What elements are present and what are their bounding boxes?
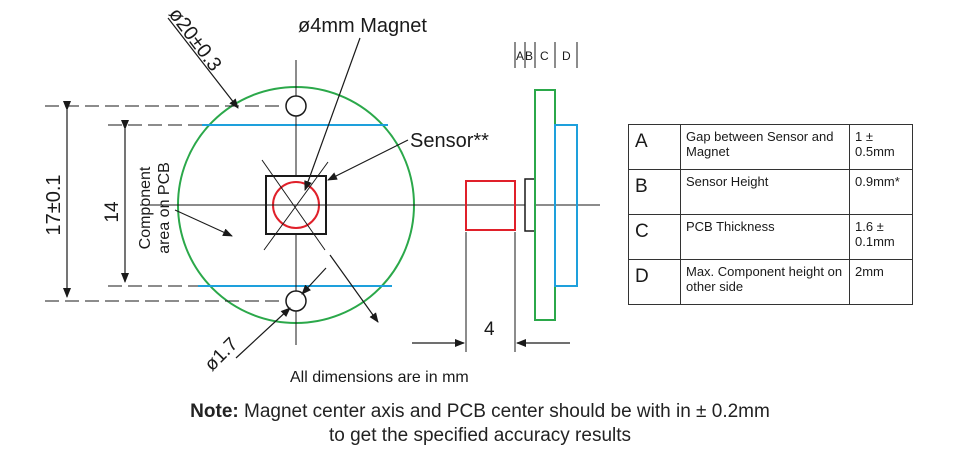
row-desc: PCB Thickness: [680, 214, 850, 260]
side-sensor: [524, 178, 536, 232]
outer-dia-leader: [167, 17, 239, 109]
accuracy-note: Note: Magnet center axis and PCB center …: [0, 400, 960, 448]
magnet-leader: [304, 37, 361, 191]
table-row: C PCB Thickness 1.6 ± 0.1mm: [628, 214, 913, 260]
row-desc: Max. Component height on other side: [680, 259, 850, 305]
row-value: 0.9mm*: [849, 169, 913, 215]
magnet-label: ø4mm Magnet: [298, 15, 427, 37]
col-label-b: B: [525, 49, 533, 63]
mounting-hole-top: [285, 95, 307, 117]
row-letter: A: [628, 124, 681, 170]
component-area-leader: [174, 209, 233, 237]
col-label-a: A: [516, 49, 524, 63]
hole-dia-leader: [235, 307, 291, 359]
row-value: 2mm: [849, 259, 913, 305]
dim-17-label: 17±0.1: [43, 174, 65, 235]
row-desc: Gap between Sensor and Magnet: [680, 124, 850, 170]
hole-dia-leader-2: [301, 267, 327, 295]
col-label-d: D: [562, 49, 571, 63]
side-magnet: [465, 180, 516, 231]
component-area-label-2: area on PCB: [156, 162, 173, 254]
all-dims-label: All dimensions are in mm: [290, 369, 469, 386]
note-line-1: Note: Magnet center axis and PCB center …: [0, 400, 960, 424]
note-text-2: to get the specified accuracy results: [328, 425, 632, 446]
sensor-diagonal-2: [263, 161, 329, 251]
row-value: 1 ± 0.5mm: [849, 124, 913, 170]
sensor-label: Sensor**: [410, 130, 489, 152]
row-letter: C: [628, 214, 681, 260]
sensor-diag-ext-line: [329, 254, 379, 323]
dim-4-label: 4: [484, 319, 495, 340]
sensor-diagonal-1: [261, 159, 326, 251]
table-row: A Gap between Sensor and Magnet 1 ± 0.5m…: [628, 124, 913, 170]
row-letter: D: [628, 259, 681, 305]
sensor-leader: [327, 139, 409, 181]
hole-dia-label: ø1.7: [201, 334, 243, 376]
side-component-area: [554, 124, 578, 287]
outer-dia-label: ø20±0.3: [164, 4, 226, 76]
col-label-c: C: [540, 49, 549, 63]
mounting-hole-bottom: [285, 290, 307, 312]
note-text-1: Magnet center axis and PCB center should…: [244, 401, 770, 422]
note-bold-label: Note:: [190, 401, 239, 422]
spec-table: A Gap between Sensor and Magnet 1 ± 0.5m…: [628, 124, 913, 305]
row-letter: B: [628, 169, 681, 215]
dim-14-label: 14: [102, 201, 123, 223]
table-row: B Sensor Height 0.9mm*: [628, 169, 913, 215]
component-area-label-1: Component: [137, 166, 154, 249]
table-row: D Max. Component height on other side 2m…: [628, 259, 913, 305]
row-desc: Sensor Height: [680, 169, 850, 215]
row-value: 1.6 ± 0.1mm: [849, 214, 913, 260]
